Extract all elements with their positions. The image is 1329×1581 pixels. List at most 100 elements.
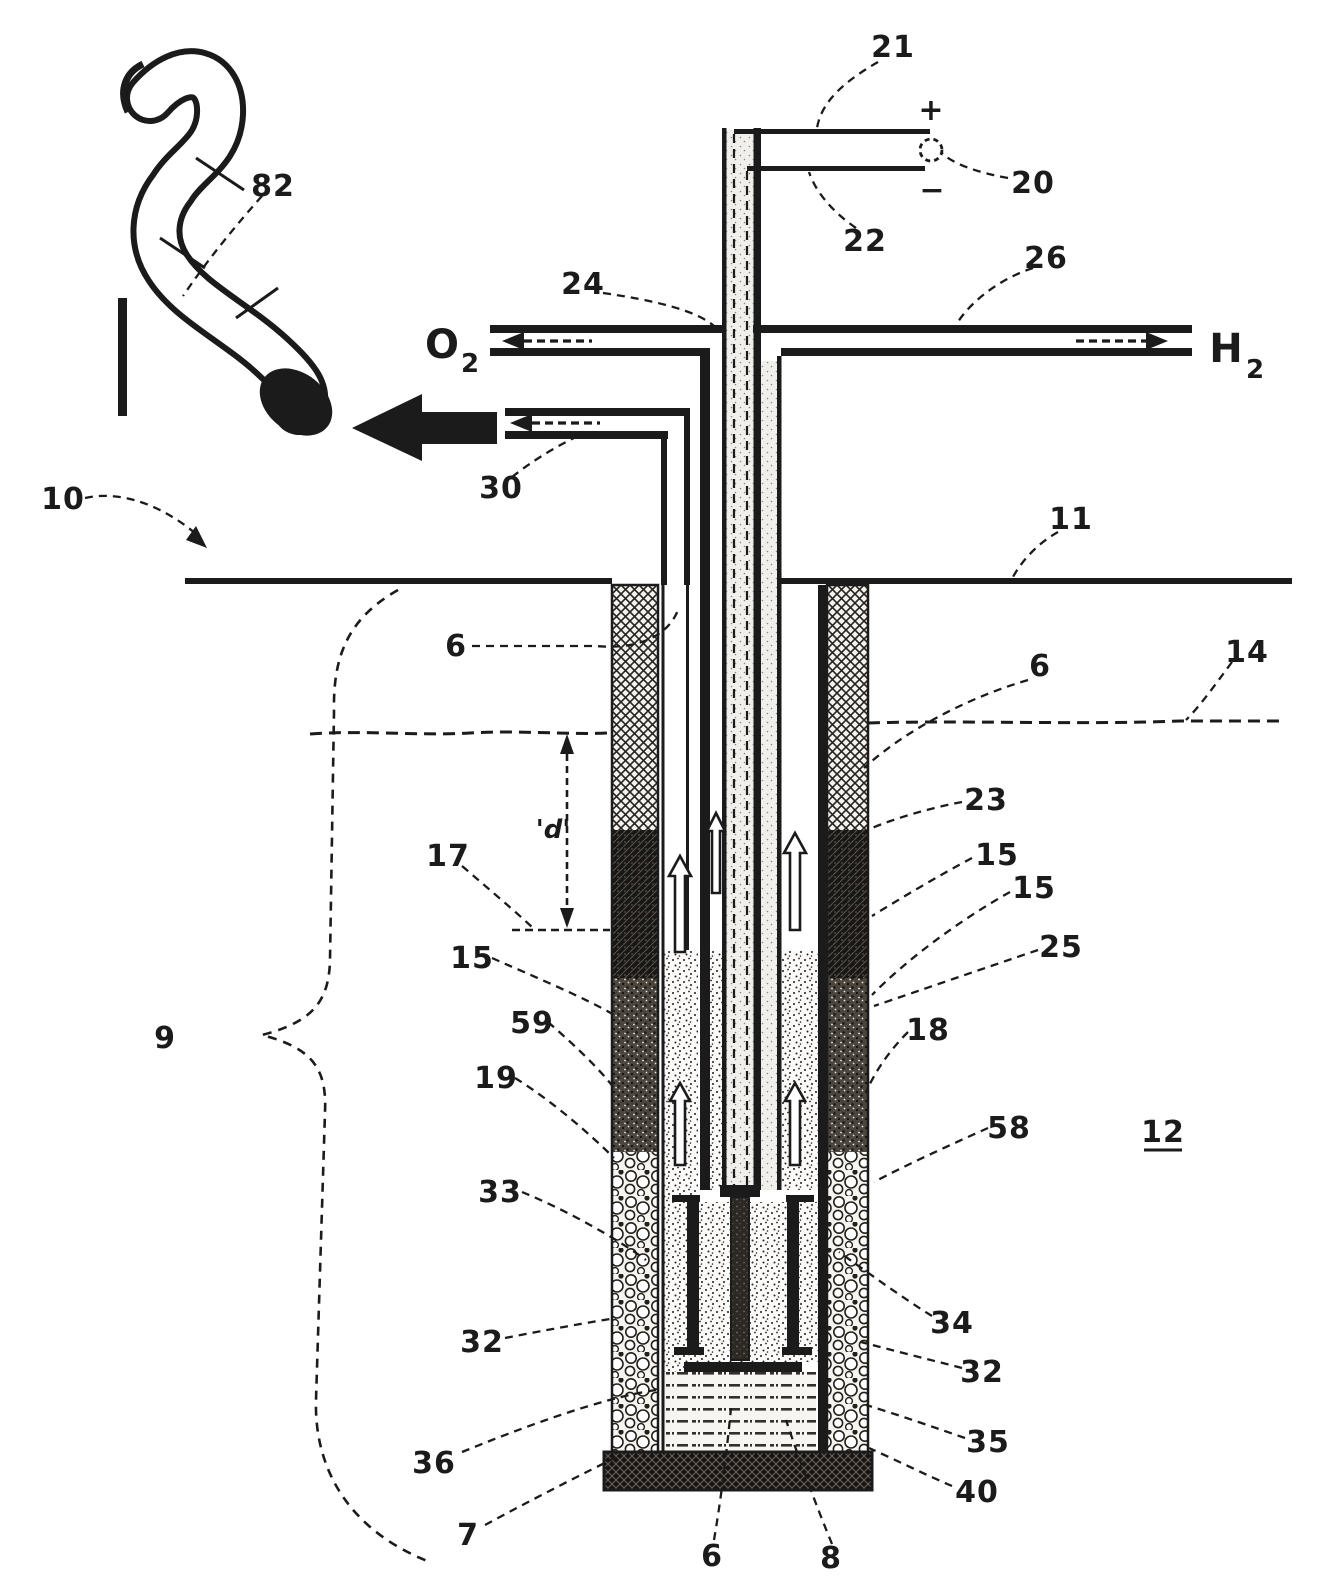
ref-label-10: 10	[41, 482, 85, 517]
inner-left-channel-liquid	[710, 950, 722, 1190]
leader-18	[864, 1031, 909, 1093]
ref-label-6-left: 6	[445, 629, 467, 664]
ground-line-right	[781, 578, 1292, 584]
leader-36	[461, 1388, 657, 1454]
leader-25	[873, 948, 1039, 1008]
left-casing-sand-layer	[612, 978, 658, 1152]
gas-label-o2-sub: 2	[461, 349, 479, 379]
left-inner-liner-line	[686, 585, 689, 950]
leader-6-bottom	[712, 1407, 733, 1541]
ref-label-9: 9	[154, 1021, 176, 1056]
ref-label-23: 23	[964, 783, 1008, 818]
ref-label-21: 21	[871, 30, 915, 65]
leader-10-arrowhead	[186, 526, 207, 548]
leader-19	[514, 1077, 615, 1159]
exhaust-flow-arrow	[352, 394, 497, 461]
hose-seams	[159, 156, 279, 320]
underground-region-brace	[256, 588, 431, 1564]
conduit-left-wall	[722, 128, 727, 1190]
ref-label-40: 40	[955, 1475, 999, 1510]
right-gravel-pack	[827, 1152, 868, 1452]
ref-label-30: 30	[479, 471, 523, 506]
hose-bore	[130, 54, 323, 429]
left-casing-dark-layer	[612, 830, 658, 978]
dimension-arrow-up	[560, 734, 574, 754]
reference-labels: 21 20 22 + − 24 26 O 2 H 2 30 10 11 82 6…	[41, 30, 1268, 1576]
ref-label-59: 59	[510, 1006, 554, 1041]
plate-foot-right	[782, 1347, 812, 1355]
left-liner-line	[661, 585, 665, 1452]
gas-label-o2: O	[425, 322, 459, 368]
well-bottom-cap	[602, 1450, 874, 1492]
leader-35	[865, 1403, 966, 1440]
pipe30-bottom-wall	[505, 431, 668, 439]
right-casing-string-wall	[818, 585, 828, 1452]
h2-tube-inner-wall	[777, 356, 782, 1190]
ref-label-6-bottom: 6	[701, 1539, 723, 1574]
o2-flow-arrowhead	[502, 332, 524, 350]
water-table-line	[309, 719, 1282, 736]
o2-tube-outer-wall	[700, 348, 710, 1190]
ref-label-34: 34	[930, 1306, 974, 1341]
ref-label-18: 18	[906, 1013, 950, 1048]
flow-arrows	[502, 332, 1168, 432]
leader-15-left	[491, 956, 615, 1016]
ref-label-26: 26	[1024, 241, 1068, 276]
cup-lip-right	[786, 1195, 814, 1202]
h2-riser-fill	[761, 361, 777, 1190]
ground-surface	[185, 578, 1292, 584]
ref-label-33: 33	[478, 1175, 522, 1210]
o2-pipe-top-wall	[490, 325, 722, 333]
power-terminal	[918, 137, 944, 163]
leader-11	[1008, 530, 1059, 584]
leader-6-left	[472, 609, 680, 648]
leader-10	[84, 494, 197, 535]
leader-7	[484, 1453, 622, 1527]
gas-rise-arrows	[666, 810, 809, 1167]
ref-label-32-left: 32	[460, 1325, 504, 1360]
ref-label-82: 82	[251, 169, 295, 204]
gas-label-h2-sub: 2	[1246, 355, 1264, 385]
ref-label-17: 17	[426, 839, 470, 874]
ref-label-35: 35	[966, 1425, 1010, 1460]
left-casing-cement-layer	[612, 585, 658, 830]
surface-pipes	[490, 325, 1192, 439]
leader-26	[953, 266, 1034, 328]
cup-bottom-plate	[684, 1362, 802, 1372]
center-electrode	[730, 1196, 750, 1361]
leader-33	[521, 1190, 647, 1261]
water-table-left	[309, 730, 609, 736]
leader-32-left	[504, 1316, 617, 1340]
ref-label-25: 25	[1039, 930, 1083, 965]
o2-pipe-bottom-wall	[490, 348, 708, 356]
right-casing-cement-layer	[827, 585, 868, 830]
leader-8	[784, 1419, 834, 1545]
conduit-end-cap	[720, 1185, 760, 1197]
conduit-right-wall	[753, 128, 761, 1190]
pipe30-outer-elbow-wall	[661, 431, 667, 585]
ref-label-19: 19	[474, 1061, 518, 1096]
gas-label-h2: H	[1209, 326, 1242, 372]
dimension-label-d: 'd'	[536, 815, 571, 845]
leader-58	[873, 1126, 989, 1184]
right-casing-dark-layer	[827, 830, 868, 978]
ref-label-11: 11	[1049, 502, 1093, 537]
bottom-liquid-pool	[664, 1372, 816, 1452]
electrode-assembly	[672, 1185, 814, 1372]
leader-17	[461, 865, 534, 929]
ground-line-left	[185, 578, 612, 584]
left-gravel-pack	[612, 1152, 658, 1452]
leader-14	[1185, 661, 1233, 721]
positive-wire-horizontal	[734, 129, 930, 134]
water-table-right	[867, 719, 1282, 725]
ref-label-58: 58	[987, 1111, 1031, 1146]
up-arrow-right-lower	[782, 1080, 808, 1167]
h2-pipe-bottom-wall	[781, 348, 1192, 356]
leader-30	[511, 434, 579, 478]
hose-bracket	[118, 298, 127, 416]
ref-label-8: 8	[820, 1541, 842, 1576]
dimension-arrow-down	[560, 908, 574, 928]
leader-lines	[84, 61, 1233, 1545]
flexible-exhaust-hose	[118, 48, 333, 436]
leader-6-right	[863, 678, 1029, 769]
